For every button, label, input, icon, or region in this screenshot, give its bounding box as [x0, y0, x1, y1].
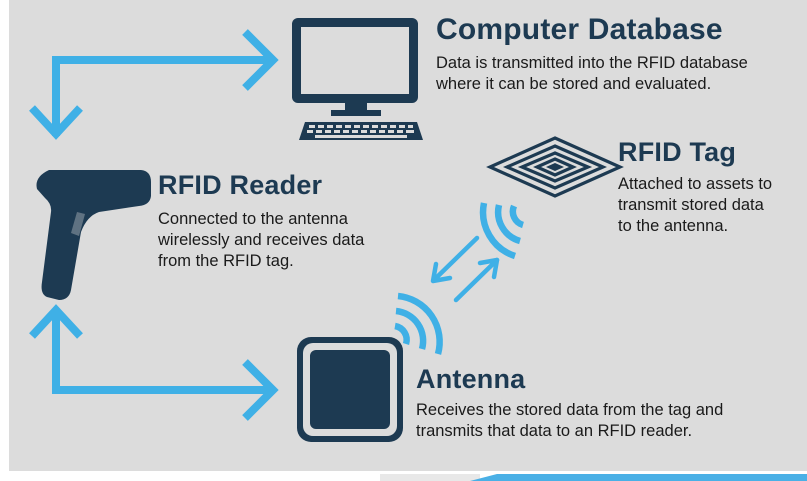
tag-desc-line: Attached to assets to: [618, 175, 773, 193]
rfid-scanner-gun-icon: [36, 170, 151, 300]
rfid-reader-title: RFID Reader: [158, 170, 323, 200]
two-way-signal-arrow: [430, 235, 500, 303]
computer-desc-line: where it can be stored and evaluated.: [436, 75, 712, 93]
diagram-artwork: [29, 18, 624, 442]
bottom-decor-strip-blue: [470, 474, 807, 481]
antenna-description: Receives the stored data from the tag an…: [416, 400, 723, 442]
computer-monitor-icon: [292, 18, 423, 140]
rfid-tag-description: Attached to assets to transmit stored da…: [618, 174, 772, 237]
reader-desc-line: from the RFID tag.: [158, 252, 294, 270]
tag-signal-waves-icon: [479, 202, 525, 260]
computer-database-description: Data is transmitted into the RFID databa…: [436, 53, 748, 95]
bottom-decor-strip-gray: [380, 474, 480, 481]
rfid-tag-icon: [486, 136, 624, 198]
flow-arrow-antenna-to-reader: [29, 304, 279, 421]
flow-arrow-reader-to-computer: [29, 29, 279, 140]
antenna-signal-waves-icon: [394, 292, 443, 355]
rfid-tag-title: RFID Tag: [618, 137, 737, 167]
computer-database-title: Computer Database: [436, 13, 723, 46]
reader-desc-line: Connected to the antenna: [158, 210, 348, 228]
rfid-reader-description: Connected to the antenna wirelessly and …: [158, 209, 364, 272]
tag-desc-line: transmit stored data: [618, 196, 764, 214]
antenna-desc-line: transmits that data to an RFID reader.: [416, 422, 693, 440]
reader-desc-line: wirelessly and receives data: [158, 231, 365, 249]
antenna-desc-line: Receives the stored data from the tag an…: [416, 401, 724, 419]
diagram-panel: [9, 0, 807, 471]
antenna-title: Antenna: [416, 364, 526, 394]
computer-desc-line: Data is transmitted into the RFID databa…: [436, 54, 748, 72]
antenna-square-icon: [297, 337, 403, 442]
tag-desc-line: to the antenna.: [618, 217, 729, 235]
